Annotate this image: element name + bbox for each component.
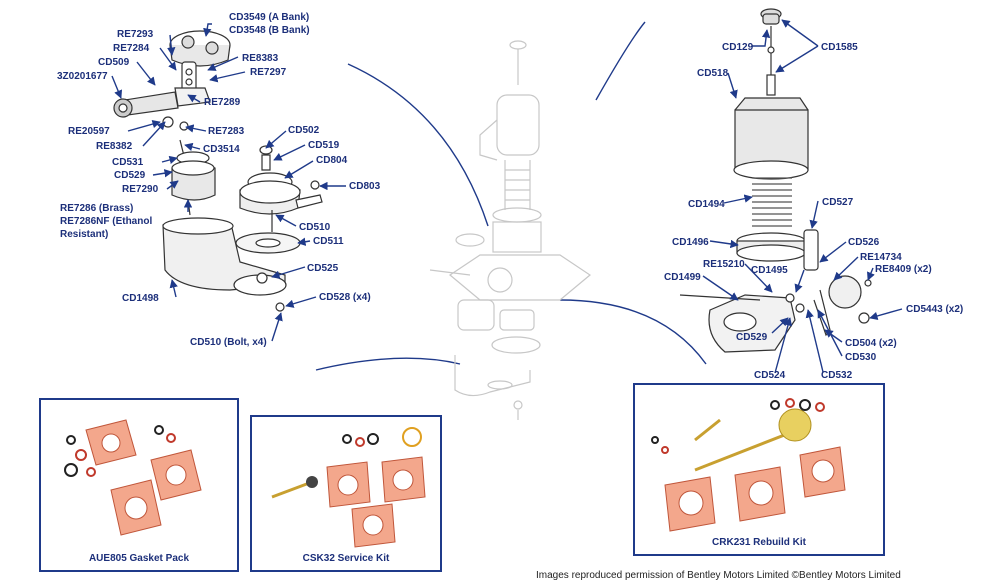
faded-central-assembly [429,40,592,420]
part-label: CD510 (Bolt, x4) [190,337,267,348]
part-label: RE20597 [68,126,110,137]
part-label: RE14734 [860,252,902,263]
part-label: RE7286NF (Ethanol [60,216,152,227]
part-label: CD804 [316,155,348,166]
part-label: RE8409 (x2) [875,264,932,275]
part-label: RE7283 [208,126,245,137]
part-label: CD1494 [688,199,725,210]
part-label: CD3549 (A Bank) [229,12,309,23]
leader-arrows-right [702,19,903,374]
part-label: RE7297 [250,67,287,78]
part-label: CD509 [98,57,130,68]
part-label: RE8383 [242,53,279,64]
part-label: CD504 (x2) [845,338,897,349]
part-label: CD803 [349,181,381,192]
leader-arrows [111,23,346,342]
part-label: RE7289 [204,97,241,108]
part-label: CD518 [697,68,729,79]
part-label: RE8382 [96,141,133,152]
kit-csk32-title: CSK32 Service Kit [302,553,390,564]
part-label: RE7284 [113,43,150,54]
part-label: 3Z0201677 [57,71,108,82]
right-assembly-parts [679,8,872,353]
part-label: CD528 (x4) [319,292,371,303]
part-label: CD502 [288,125,320,136]
part-label: CD530 [845,352,877,363]
kit-aue805-panel[interactable]: AUE805 Gasket Pack [39,398,239,572]
part-label: CD129 [722,42,754,53]
part-labels-right: CD129 CD1585 CD518 CD1494 CD527 CD1496 C… [664,42,963,381]
part-label: CD3514 [203,144,240,155]
part-label: CD1498 [122,293,159,304]
part-label: RE15210 [703,259,745,270]
service-kit-image [271,427,426,548]
part-label: CD529 [114,170,146,181]
part-label: RE7290 [122,184,159,195]
part-label: CD524 [754,370,786,381]
kit-aue805-title: AUE805 Gasket Pack [88,553,190,564]
part-label: CD526 [848,237,880,248]
kit-crk231-title: CRK231 Rebuild Kit [712,537,806,548]
part-label: CD527 [822,197,854,208]
part-label: CD532 [821,370,853,381]
part-label: CD1499 [664,272,701,283]
part-label: RE7286 (Brass) [60,203,133,214]
part-labels-left: CD3549 (A Bank) CD3548 (B Bank) RE7293 R… [57,12,381,348]
rebuild-kit-image [651,398,846,532]
part-label: CD1585 [821,42,858,53]
part-label: CD5443 (x2) [906,304,963,315]
part-label: CD1496 [672,237,709,248]
part-label: CD525 [307,263,339,274]
part-label: CD1495 [751,265,788,276]
part-label: RE7293 [117,29,154,40]
part-label: CD519 [308,140,340,151]
part-label: CD531 [112,157,144,168]
kit-crk231-panel[interactable]: CRK231 Rebuild Kit [633,383,885,556]
part-label: CD510 [299,222,331,233]
connector-curves [315,21,707,371]
kit-csk32-panel[interactable]: CSK32 Service Kit [250,415,442,572]
copyright-credit: Images reproduced permission of Bentley … [536,570,901,581]
left-assembly-parts [113,30,323,312]
part-label: CD529 [736,332,768,343]
gasket-pack-image [64,419,202,536]
part-label: CD511 [313,236,344,247]
part-label: CD3548 (B Bank) [229,25,310,36]
part-label: Resistant) [60,229,108,240]
